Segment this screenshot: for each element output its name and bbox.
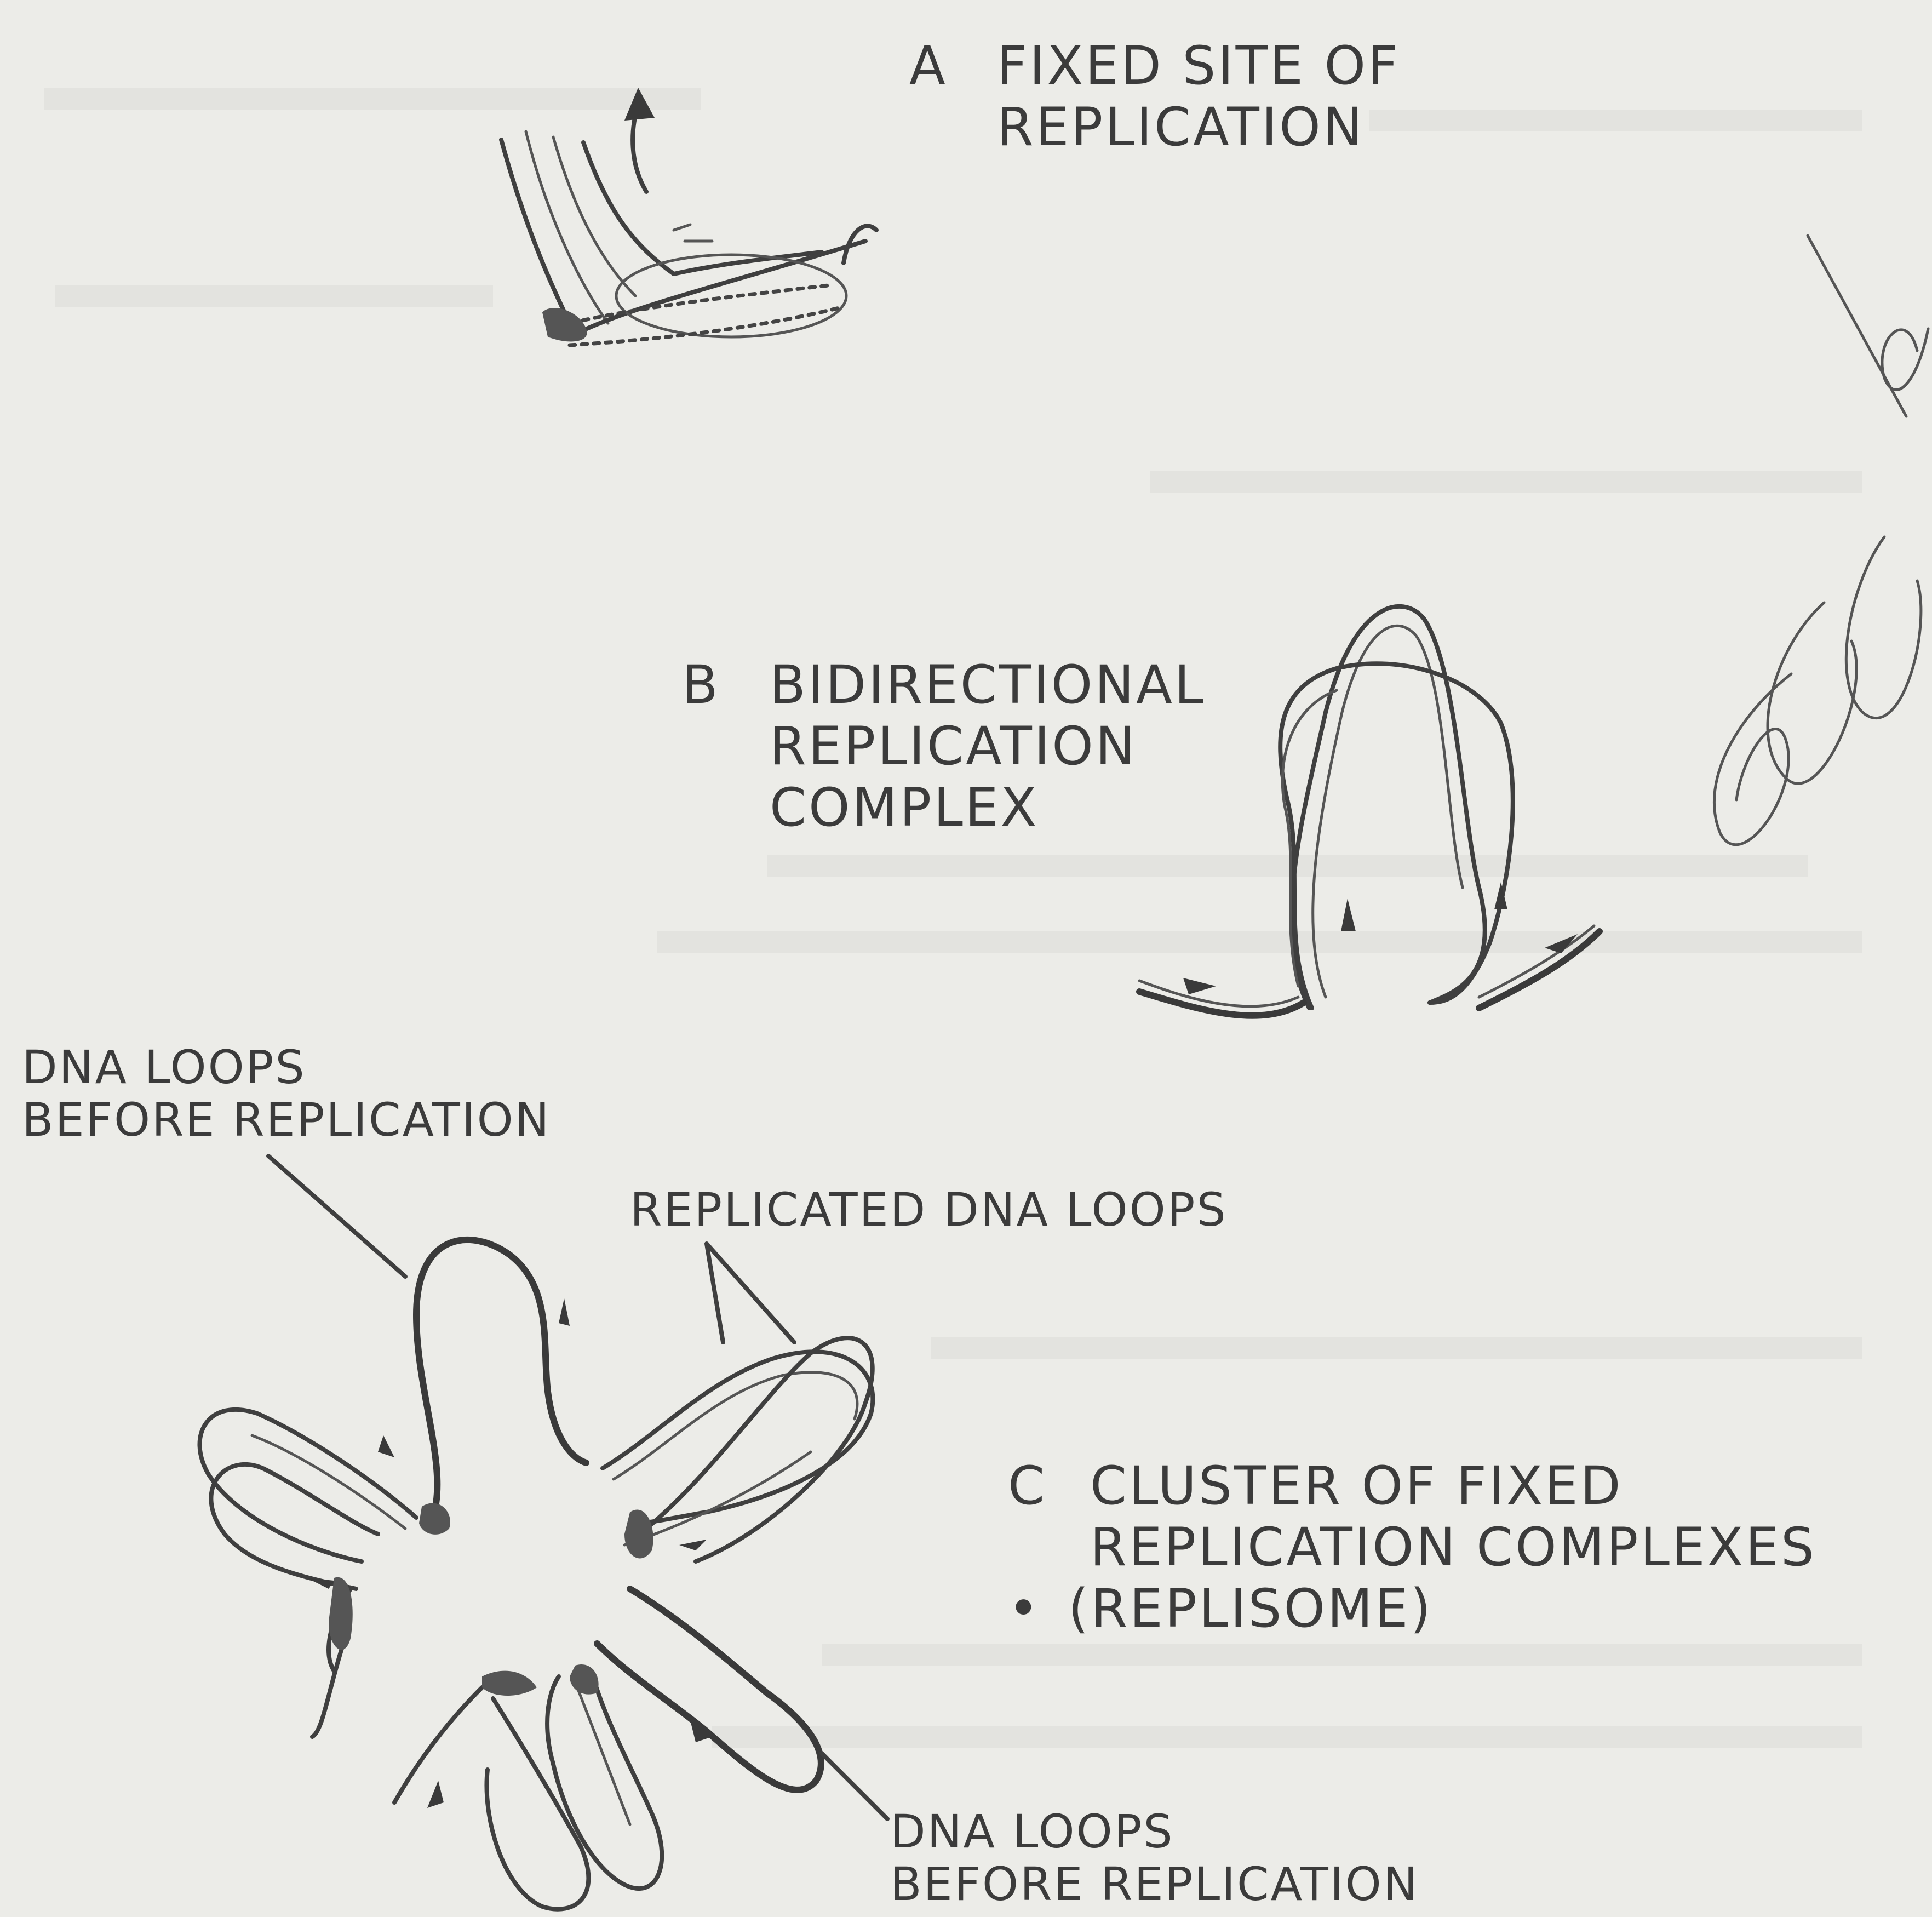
label-loops-before-top-line2: BEFORE REPLICATION [22,1094,551,1146]
arrow-right-icon [307,1578,334,1589]
arrow-down-icon [378,1435,394,1457]
figure-b-bidirectional-complex [1139,606,1600,1016]
leader-line-loops-before-top [268,1156,405,1277]
label-loops-before-top-line1: DNA LOOPS [22,1041,551,1094]
arrow-up-icon [1341,899,1356,931]
label-b-letter: B [682,654,720,716]
label-replicated-loops: REPLICATED DNA LOOPS [630,1183,1228,1236]
label-c-letter: C [1008,1455,1047,1517]
label-b-line3: COMPLEX [770,777,1039,838]
label-loops-before-bottom-line1: DNA LOOPS [890,1805,1419,1858]
label-c-line3: (REPLISOME) [1068,1578,1433,1639]
label-b-line2: REPLICATION [770,716,1137,777]
label-c-bullet: • [1008,1578,1041,1639]
arrow-up-icon [427,1781,444,1808]
arrow-down-icon [559,1298,570,1326]
label-a-line1: FIXED SITE OF [997,35,1400,96]
leader-line-loops-before-bottom [822,1753,887,1819]
label-a-letter: A [909,35,948,96]
label-b-line1: BIDIRECTIONAL [770,654,1206,716]
handwritten-mark [1714,236,1928,845]
label-c-line1: CLUSTER OF FIXED [1090,1455,1623,1517]
label-loops-before-bottom-line2: BEFORE REPLICATION [890,1858,1419,1910]
label-replicated-loops-text: REPLICATED DNA LOOPS [630,1183,1228,1237]
arrow-right-icon [679,1540,707,1550]
label-loops-before-top: DNA LOOPS BEFORE REPLICATION [22,1041,551,1146]
label-c-line2: REPLICATION COMPLEXES [1090,1517,1816,1578]
arrow-right-icon [1183,978,1216,994]
label-loops-before-bottom: DNA LOOPS BEFORE REPLICATION [890,1805,1419,1910]
figure-a-fixed-site [501,88,876,345]
label-a-line2: REPLICATION [997,96,1365,158]
leader-line-replicated-loops [707,1244,794,1342]
figure-c-replisome-cluster [199,1240,873,1909]
